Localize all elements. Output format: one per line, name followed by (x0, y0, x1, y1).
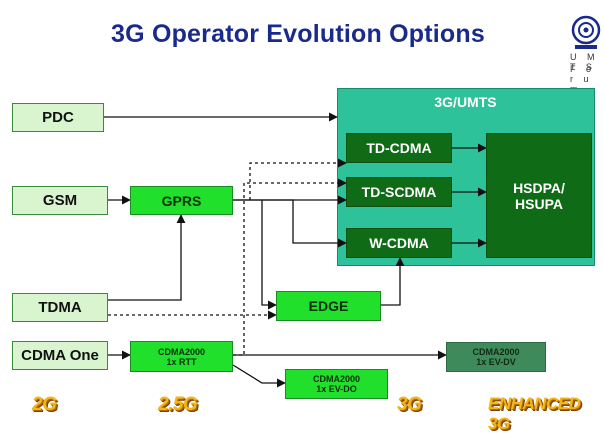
node-tdma: TDMA (12, 293, 108, 322)
edge-edge-wcdma (381, 257, 405, 306)
generation-label-enhanced-3g: ENHANCED 3G (488, 394, 581, 433)
node-td-scdma: TD-SCDMA (346, 177, 452, 207)
node-hsdpa-line1: HSDPA/ (513, 179, 565, 196)
umts-forum-logo-icon (566, 8, 605, 82)
generation-label-2-5g: 2.5G (158, 394, 198, 415)
node-cdma2000-1x-evdv: CDMA2000 1x EV-DV (446, 342, 546, 372)
umts-label: 3G/UMTS (434, 94, 497, 110)
generation-label-3g: 3G (397, 394, 422, 415)
edge-gprs-tdcdma-dashed (249, 158, 347, 200)
node-gprs: GPRS (130, 186, 233, 215)
node-cdma2000-1x-evdo-line1: CDMA2000 (312, 374, 361, 384)
node-pdc: PDC (12, 103, 104, 132)
node-gsm: GSM (12, 186, 108, 215)
edge-gprs-wcdma (233, 199, 347, 248)
node-hsdpa-line2: HSUPA (515, 195, 563, 212)
node-cdma2000-1x-rtt: CDMA2000 1x RTT (130, 341, 233, 372)
node-cdma2000-1x-evdo: CDMA2000 1x EV-DO (285, 369, 388, 399)
node-cdma-one: CDMA One (12, 341, 108, 370)
generation-label-2g: 2G (32, 394, 57, 415)
edge-gprs-edge (261, 200, 277, 310)
node-cdma2000-1x-evdo-line2: 1x EV-DO (316, 384, 357, 394)
node-cdma2000-1x-rtt-line2: 1x RTT (166, 356, 197, 367)
node-hsdpa-hsupa: HSDPA/ HSUPA (486, 133, 592, 258)
node-edge: EDGE (276, 291, 381, 321)
edge-tdma-gprs (108, 214, 186, 301)
node-cdma2000-1x-rtt-line1: CDMA2000 (157, 346, 206, 357)
node-w-cdma: W-CDMA (346, 228, 452, 258)
node-cdma2000-1x-evdv-line1: CDMA2000 (472, 347, 520, 357)
edge-rtt-evdo (232, 364, 286, 388)
node-cdma2000-1x-evdv-line2: 1x EV-DV (476, 357, 516, 367)
node-td-cdma: TD-CDMA (346, 133, 452, 163)
page-title: 3G Operator Evolution Options (111, 20, 485, 48)
logo-text-line1: U M T S (570, 52, 599, 72)
edge-rtt-tdscdma-dashed (233, 178, 347, 356)
